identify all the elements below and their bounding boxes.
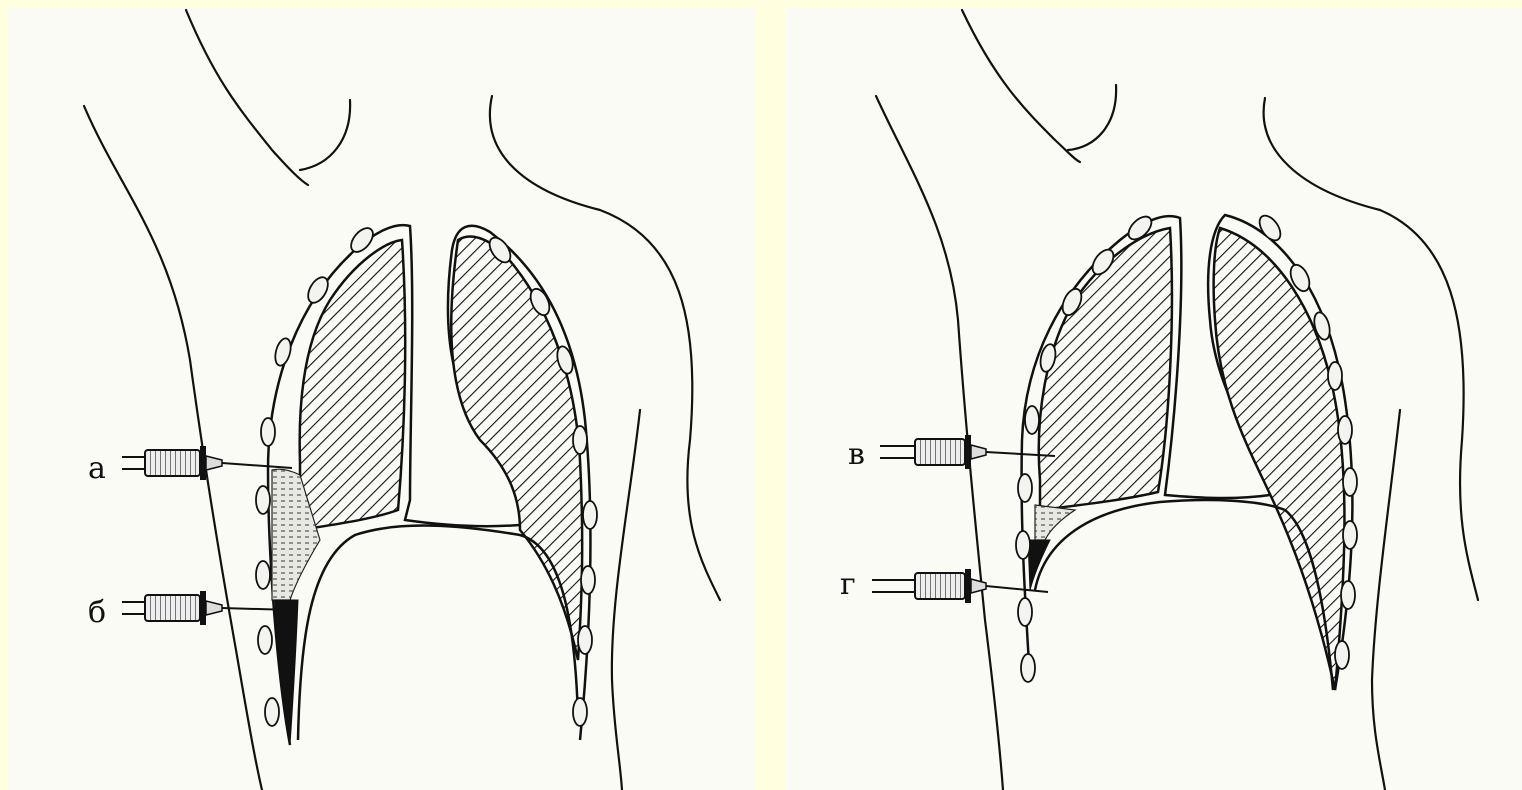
label-v: в	[848, 437, 865, 472]
label-g: г	[840, 567, 856, 602]
label-a: а	[88, 451, 106, 486]
label-b: б	[88, 595, 106, 630]
right-panel: в г	[786, 8, 1522, 790]
left-panel: а б	[8, 8, 756, 790]
